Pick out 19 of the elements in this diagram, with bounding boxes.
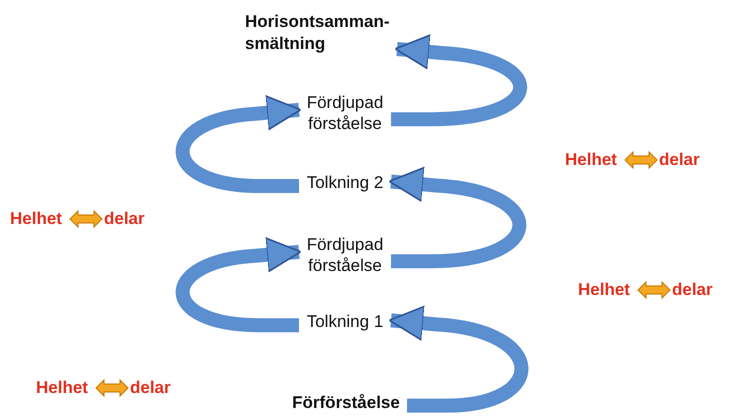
concept-label: Helhet xyxy=(565,150,617,170)
stage-label: Tolkning 1 xyxy=(306,311,384,333)
ribbon-arrow xyxy=(388,166,526,268)
ribbon-arrow xyxy=(391,34,527,126)
concept-label: Helhet xyxy=(578,280,630,300)
concept-label: delar xyxy=(130,378,171,398)
concept-label: delar xyxy=(672,280,713,300)
concept-label: Helhet xyxy=(36,378,88,398)
stage-heading: Horisontsamman-smältning xyxy=(245,11,391,54)
ribbon-arrow xyxy=(176,95,302,193)
stage-label: Fördjupad förståelse xyxy=(306,234,384,276)
ribbon-arrow xyxy=(176,237,302,332)
concept-label: Helhet xyxy=(10,209,62,229)
stage-label: Tolkning 2 xyxy=(306,172,384,194)
ribbon-arrow xyxy=(388,306,528,413)
stage-heading: Förförståelse xyxy=(292,392,400,414)
concept-label: delar xyxy=(104,209,145,229)
concept-label: delar xyxy=(659,150,700,170)
stage-label: Fördjupad förståelse xyxy=(306,92,384,134)
